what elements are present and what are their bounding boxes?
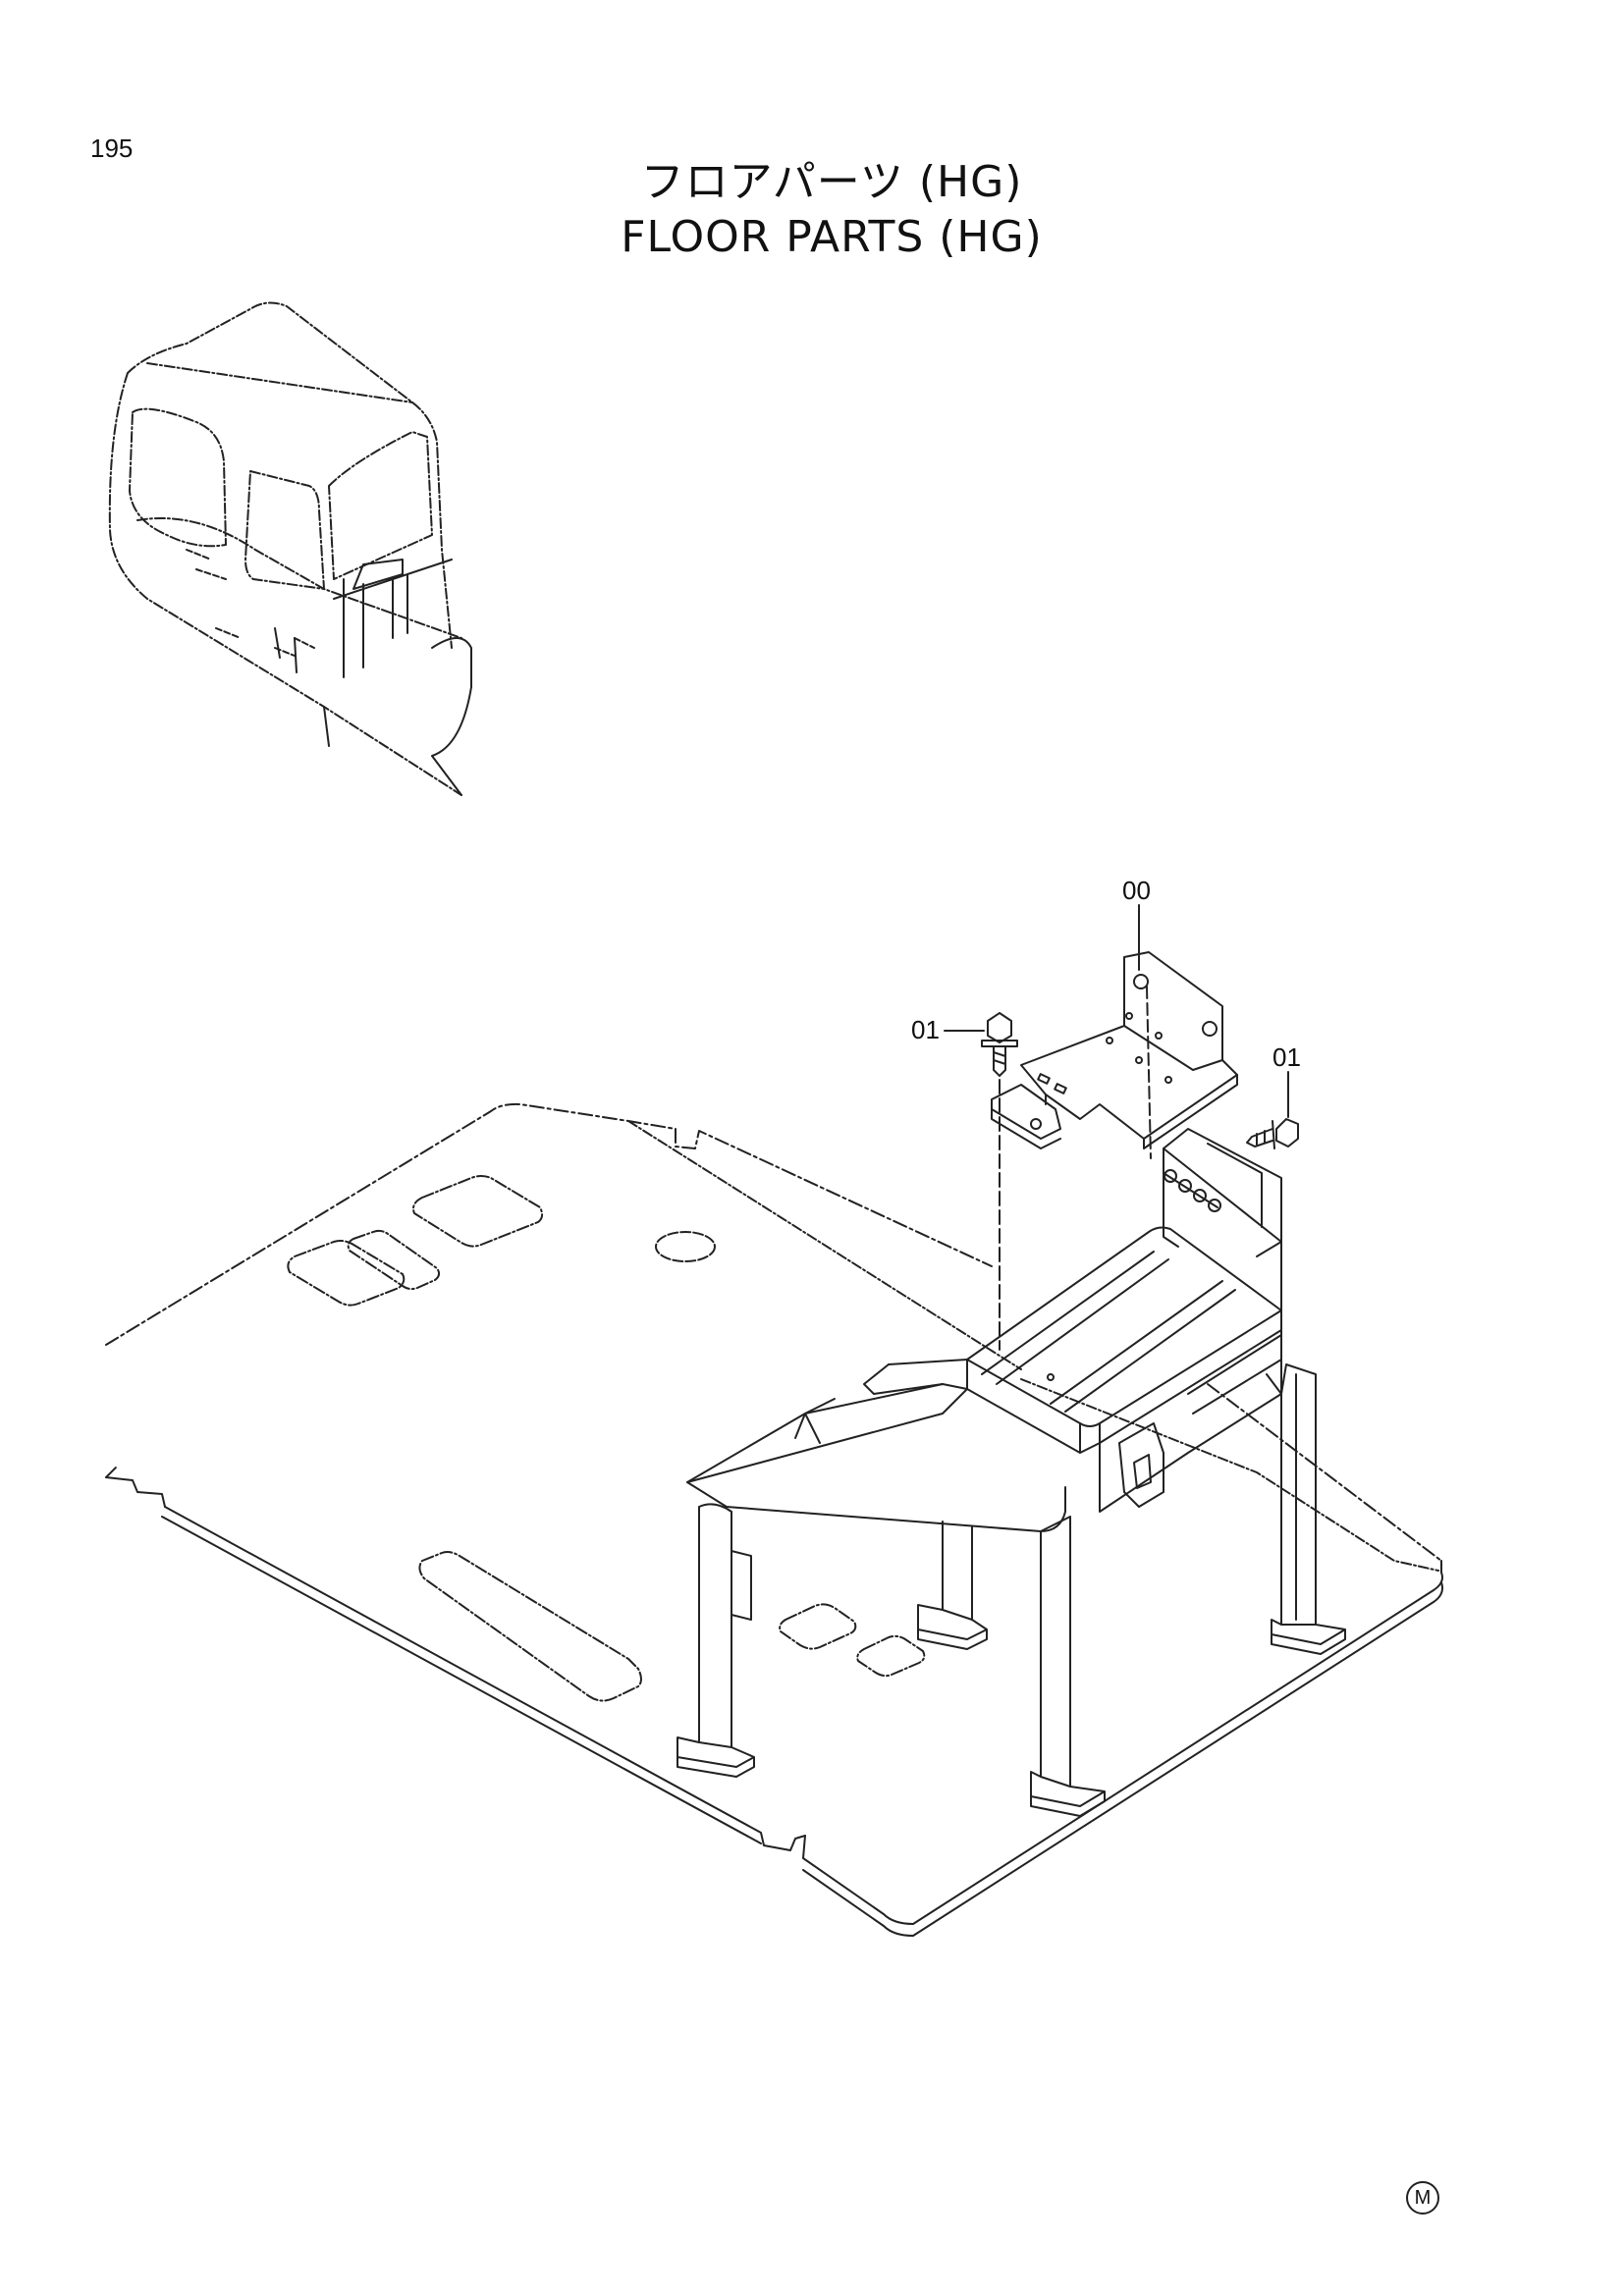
cab-outline [108, 301, 462, 796]
bracket-mount-line [1146, 986, 1152, 1159]
page-title: フロアパーツ (HG) FLOOR PARTS (HG) [0, 155, 1624, 265]
title-japanese: フロアパーツ (HG) [640, 157, 1023, 207]
bracket-nut-1 [1133, 974, 1149, 989]
stand-left-wing-top [686, 1363, 968, 1483]
stand-left-wing-fold [794, 1398, 836, 1444]
stand-right-panel [1163, 1148, 1282, 1311]
stand-harness-line-2 [627, 1120, 1022, 1370]
callout-01-right: 01 [1272, 1042, 1301, 1072]
bracket-hole-1 [1125, 1012, 1133, 1020]
floor-cutout-1 [412, 1175, 544, 1248]
bracket-slot-1 [1037, 1073, 1051, 1085]
stand-clip [1118, 1422, 1164, 1508]
bolt-left-head [987, 1012, 1012, 1043]
floor-cutout-3 [347, 1229, 441, 1291]
cab-seat-hint [274, 627, 298, 673]
floor-plate-right-edge [1207, 1383, 1442, 1562]
floor-cutout-6 [856, 1634, 926, 1678]
bolt-01-right [1246, 1118, 1299, 1149]
console-stand [627, 1120, 1439, 1817]
bolt-right-shank [1246, 1128, 1273, 1148]
bolt-right-head [1275, 1118, 1299, 1148]
stand-bolt-4 [1208, 1199, 1221, 1212]
bracket-tab-hole [1030, 1118, 1042, 1130]
stand-top-hole [1047, 1373, 1055, 1381]
cab-front-window [129, 407, 227, 548]
bracket-hole-5 [1164, 1076, 1172, 1084]
stand-left-wing [686, 1359, 1066, 1532]
stand-leg-front-right-foot [1030, 1771, 1106, 1817]
stand-bolt-2 [1178, 1179, 1192, 1193]
cab-side-window [328, 431, 433, 580]
bracket-tab [991, 1084, 1061, 1149]
cab-console-stand [333, 559, 453, 678]
stand-leg-front-left-foot [677, 1736, 755, 1778]
cab-key-view [108, 301, 472, 796]
bolt-left-shank [993, 1045, 1006, 1077]
stand-leg-left-brace [731, 1550, 752, 1621]
stand-top-slot-2 [1050, 1280, 1236, 1413]
cab-lower-body [323, 637, 472, 796]
stand-top-plate [966, 1226, 1282, 1427]
bracket-hole-2 [1155, 1032, 1163, 1040]
cab-door-window [244, 470, 325, 590]
stand-right-upper-bracket [1163, 1128, 1282, 1257]
stand-rail [1187, 1334, 1282, 1415]
page-number: 195 [90, 133, 134, 163]
stand-harness-line [1020, 1378, 1439, 1572]
callout-00: 00 [1122, 876, 1151, 905]
bolt-01-left [981, 1012, 1018, 1351]
cab-floor-edge [136, 517, 462, 639]
bracket-hole-4 [1135, 1056, 1143, 1064]
floor-plate [105, 1102, 1443, 1937]
floor-plate-left-edge [105, 1476, 166, 1508]
bracket-upright [1123, 951, 1223, 1061]
cab-pedals [186, 549, 315, 657]
floor-plate-front-thickness [161, 1516, 1443, 1937]
stand-top-slot-1 [981, 1251, 1169, 1385]
floor-plate-front-edge [164, 1506, 1443, 1925]
stand-leg-rear-left-foot [917, 1604, 988, 1650]
stand-leg-front-right [1040, 1516, 1071, 1788]
title-english: FLOOR PARTS (HG) [621, 212, 1043, 262]
stand-right-bolt-row [1163, 1172, 1218, 1208]
bracket-nut-2 [1202, 1021, 1218, 1037]
bolt-right-flange [1272, 1120, 1275, 1149]
floor-cutout-2 [287, 1240, 406, 1307]
stand-leg-rear-right [1280, 1363, 1317, 1626]
bracket-slot-2 [1054, 1083, 1067, 1095]
bracket-plate [1020, 1025, 1238, 1140]
bracket-hole-3 [1106, 1037, 1113, 1044]
stand-leg-rear-left [942, 1521, 973, 1621]
floor-cutout-5 [779, 1603, 857, 1650]
callout-01-left: 01 [911, 1015, 940, 1044]
stand-leg-front-left [698, 1503, 732, 1748]
stand-top-front-lip [966, 1359, 1101, 1454]
stand-bolt-3 [1193, 1189, 1207, 1202]
cab-roof-edge [146, 362, 413, 403]
stand-bolt-1 [1164, 1169, 1177, 1183]
bolt-left-flange [981, 1040, 1018, 1047]
floor-round-hole [655, 1231, 716, 1262]
stand-leg-rear-right-foot [1271, 1619, 1346, 1655]
floor-plate-back-corner [105, 1467, 117, 1478]
bracket-00 [991, 951, 1238, 1159]
stand-right-box [1099, 1309, 1282, 1513]
floor-plate-top-outline [105, 1102, 993, 1346]
maker-logo: M [1406, 2181, 1439, 2215]
floor-cutout-4 [418, 1551, 642, 1702]
